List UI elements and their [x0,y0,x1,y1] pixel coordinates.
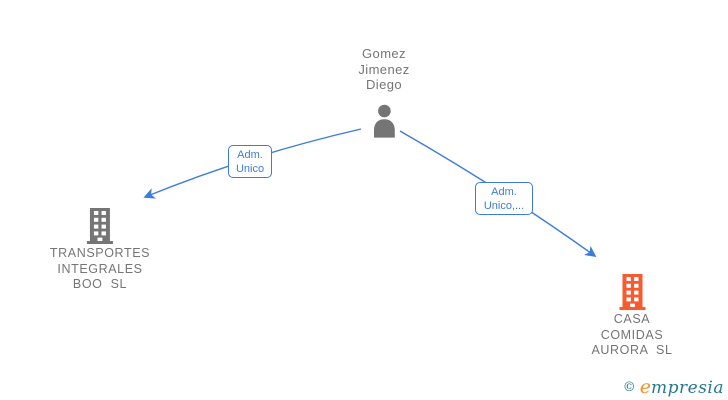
company-name-line: AURORA SL [591,343,673,357]
company-name-line: CASA [613,312,651,326]
edge-label-line: Unico,... [483,199,525,212]
empresia-watermark: ©empresia [623,376,724,398]
person-name-line: Jimenez [358,61,410,77]
edge-label-line: Adm. [237,148,263,161]
person-name-line: Diego [366,77,402,92]
person-name-line: Gomez [362,46,406,61]
company-node-transportes-integrales-boo-sl[interactable]: TRANSPORTES INTEGRALES BOO SL [50,208,150,293]
company-name-line: BOO SL [72,277,128,291]
edge-label-line: Adm. [491,185,517,198]
company-name-label: CASA COMIDAS AURORA SL [591,312,672,359]
empresia-logo-text: mpresia [651,378,724,398]
company-name-line: TRANSPORTES [49,246,151,260]
edge-label-adm-unico-left[interactable]: Adm. Unico [228,145,272,178]
building-icon [619,274,645,310]
edge-label-line: Unico [235,162,265,175]
company-name-line: COMIDAS [600,327,664,342]
company-node-casa-comidas-aurora-sl[interactable]: CASA COMIDAS AURORA SL [591,274,672,359]
person-node-gomez-jimenez-diego[interactable]: Gomez Jimenez Diego [358,46,409,138]
copyright-icon: © [622,380,636,395]
company-name-label: TRANSPORTES INTEGRALES BOO SL [50,246,150,293]
empresia-logo-initial: e [639,376,651,398]
person-name-label: Gomez Jimenez Diego [358,46,409,93]
edge-label-adm-unico-right[interactable]: Adm. Unico,... [475,182,533,215]
building-icon [86,208,113,244]
person-icon [373,104,395,138]
company-name-line: INTEGRALES [57,261,143,276]
